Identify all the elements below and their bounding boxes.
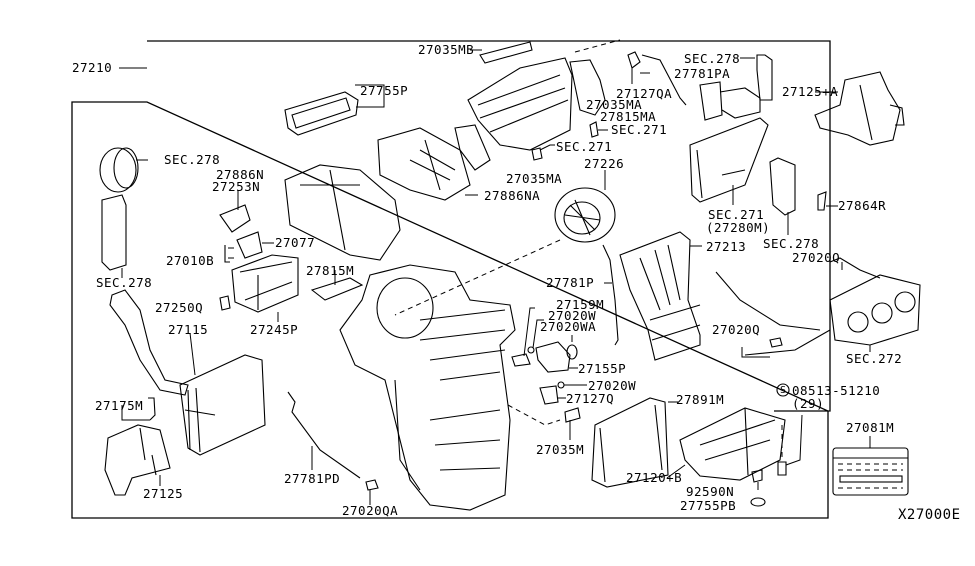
part-label-27891M: 27891M: [676, 392, 725, 407]
part-label-bolt-qty: (29): [792, 396, 825, 411]
part-label-27127QA: 27127QA: [616, 86, 673, 101]
part-label-27226: 27226: [584, 156, 625, 171]
filter-27213-shape: [619, 231, 702, 361]
part-label-27020Q-upper: 27020Q: [792, 250, 841, 265]
part-label-sec272: SEC.272: [846, 351, 903, 366]
part-label-27755PB: 27755PB: [680, 498, 737, 513]
part-label-27035MA-lower: 27035MA: [506, 171, 563, 186]
duct-27125-shape: [104, 397, 171, 496]
lower-case-shape: [666, 407, 803, 507]
part-label-sec278-left: SEC.278: [164, 152, 221, 167]
duct-27886N-shape: [219, 164, 401, 263]
part-label-27886N: 27886N: [216, 167, 265, 182]
caution-label-shape: [776, 383, 909, 496]
part-label-27864R: 27864R: [838, 198, 887, 213]
filter-frame-shape: [219, 254, 364, 322]
part-label-27250Q: 27250Q: [155, 300, 204, 315]
duct-27886NA-shape: [377, 127, 478, 201]
part-label-27120B: 27120+B: [626, 470, 683, 485]
part-label-27035MB: 27035MB: [418, 42, 475, 57]
part-label-27815M: 27815M: [306, 263, 355, 278]
part-label-sec278-right: SEC.278: [763, 236, 820, 251]
part-label-92590N: 92590N: [686, 484, 735, 499]
part-label-27020W-upper: 27020W: [548, 308, 597, 323]
part-label-27159M: 27159M: [556, 297, 605, 312]
part-label-27280M: (27280M): [706, 220, 771, 235]
part-label-27155P: 27155P: [578, 361, 627, 376]
part-label-27115: 27115: [168, 322, 209, 337]
part-label-27081M: 27081M: [846, 420, 895, 435]
bracket-left-shape: [99, 147, 148, 278]
duct-27755P-shape: [284, 84, 385, 136]
part-label-sec271-a: SEC.271: [611, 122, 668, 137]
heater-core-shape: [109, 289, 266, 456]
upper-case-shape: [454, 39, 621, 171]
part-label-27886NA: 27886NA: [484, 188, 541, 203]
control-panel-shape: [715, 257, 921, 358]
part-label-sec278-top: SEC.278: [684, 51, 741, 66]
bracket-right-shape: [769, 157, 838, 235]
part-label-27035M: 27035M: [536, 442, 585, 457]
part-label-27127Q: 27127Q: [566, 391, 615, 406]
heater-case-shape: [339, 264, 561, 511]
part-label-sec271-b: SEC.271: [556, 139, 613, 154]
part-label-bolt: 08513-51210: [792, 383, 881, 398]
duct-27125A-shape: [814, 71, 905, 146]
part-label-27077: 27077: [275, 235, 316, 250]
part-label-27781P: 27781P: [546, 275, 595, 290]
actuator-shape: [511, 307, 587, 440]
cable-27781PD-shape: [287, 391, 379, 505]
part-label-27010B: 27010B: [166, 253, 215, 268]
part-label-27253N: 27253N: [212, 179, 261, 194]
part-label-27125A: 27125+A: [782, 84, 839, 99]
cable-27781P-shape: [602, 244, 619, 346]
blower-motor-shape: [394, 170, 616, 316]
part-label-27125: 27125: [143, 486, 184, 501]
part-label-27781PD: 27781PD: [284, 471, 341, 486]
assembly-frame: [71, 40, 831, 519]
bolt-symbol: S: [780, 385, 787, 396]
part-label-27020QA: 27020QA: [342, 503, 399, 518]
part-label-27175M: 27175M: [95, 398, 144, 413]
part-label-27020WA: 27020WA: [540, 319, 597, 334]
part-label-27035MA-upper: 27035MA: [586, 97, 643, 112]
part-label-27781PA: 27781PA: [674, 66, 731, 81]
diagram-code: X27000E: [898, 507, 961, 523]
assembly-number-label: 27210: [72, 60, 113, 75]
part-label-27213: 27213: [706, 239, 747, 254]
part-label-27020Q-lower: 27020Q: [712, 322, 761, 337]
part-label-27815MA: 27815MA: [600, 109, 657, 124]
part-label-27755P: 27755P: [360, 83, 409, 98]
part-label-sec271-evap: SEC.271: [708, 207, 765, 222]
evaporator-shape: [531, 51, 773, 205]
part-label-27245P: 27245P: [250, 322, 299, 337]
part-label-sec278-bracket: SEC.278: [96, 275, 153, 290]
part-label-27020W-lower: 27020W: [588, 378, 637, 393]
heater-core-front-shape: [591, 397, 678, 488]
